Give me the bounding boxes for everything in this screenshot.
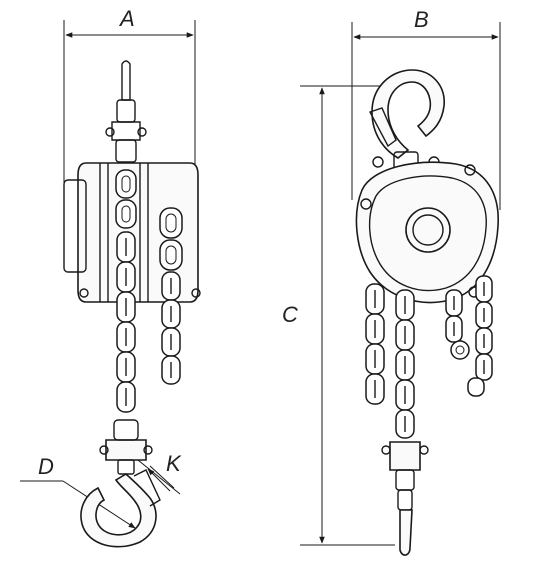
dimension-b-lines (351, 22, 501, 210)
side-view-load-chain (116, 231, 136, 413)
dimension-label-k: K (166, 451, 181, 476)
dimension-c-lines (300, 85, 395, 546)
dimension-label-b: B (414, 7, 429, 32)
front-view-load-chain-right (395, 289, 415, 439)
dimension-label-d: D (38, 454, 54, 479)
hoist-side-view (63, 60, 201, 303)
front-view-bottom-hook (381, 441, 429, 556)
side-view-hand-chain (161, 271, 181, 385)
side-view-bottom-hook (80, 419, 161, 548)
dimension-d-lines (20, 480, 136, 529)
hoist-front-view (355, 69, 499, 304)
dimension-label-a: A (120, 6, 135, 31)
front-view-hand-chain (445, 275, 493, 397)
front-view-load-chain-left (365, 283, 385, 405)
dimension-label-c: C (282, 302, 298, 327)
